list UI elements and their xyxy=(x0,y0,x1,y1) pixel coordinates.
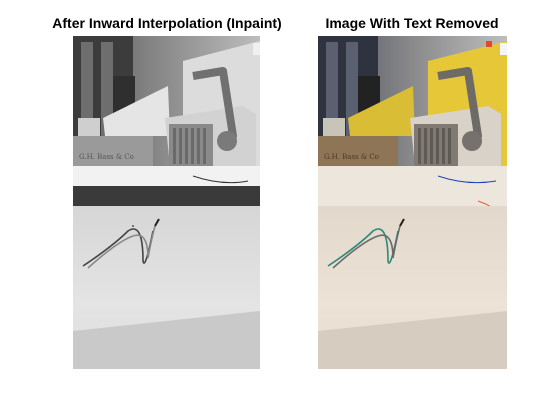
svg-text:G.H. Bass & Co: G.H. Bass & Co xyxy=(79,153,134,161)
grayscale-photo: G.H. Bass & Co xyxy=(73,36,260,369)
svg-text:G.H. Bass & Co: G.H. Bass & Co xyxy=(324,153,379,161)
color-photo: G.H. Bass & Co xyxy=(318,36,507,369)
right-image-panel: G.H. Bass & Co xyxy=(318,36,507,369)
right-panel-title: Image With Text Removed xyxy=(325,15,499,31)
left-panel-title: After Inward Interpolation (Inpaint) xyxy=(52,15,282,31)
left-image-panel: G.H. Bass & Co xyxy=(73,36,260,369)
